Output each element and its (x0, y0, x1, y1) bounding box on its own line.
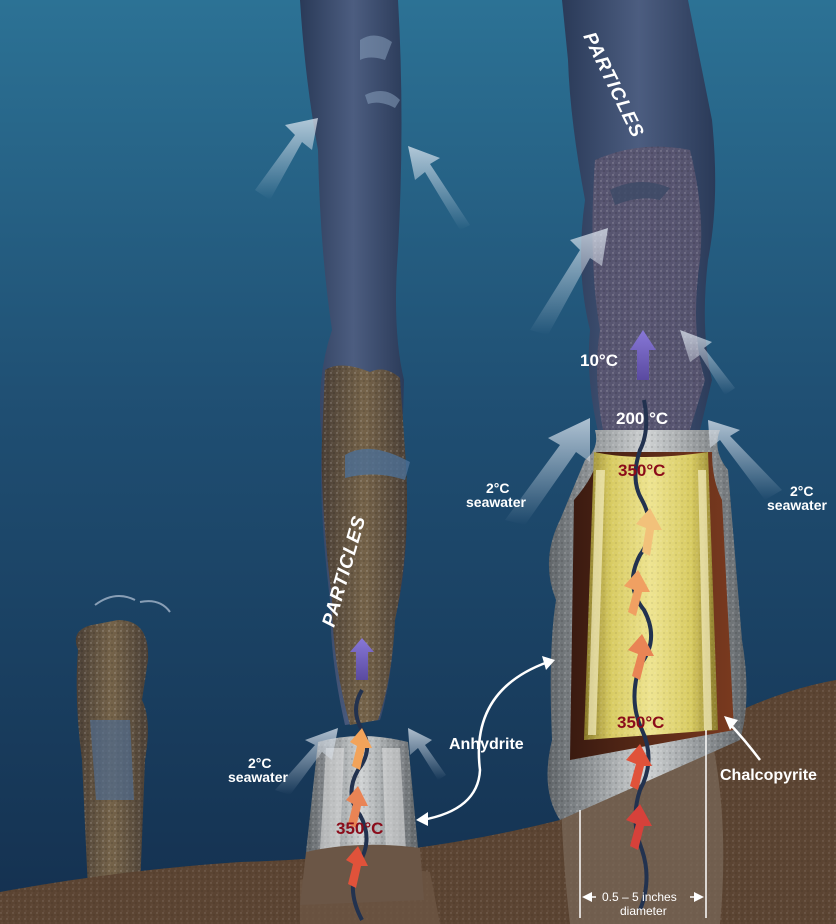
chalcopyrite-label: Chalcopyrite (720, 767, 817, 784)
seawater-mid-word: seawater (466, 494, 526, 510)
diameter-word-label: diameter (620, 904, 667, 918)
seawater-left-word: seawater (228, 769, 288, 785)
temp-350c-top-label: 350°C (618, 461, 665, 480)
seawater-right-word: seawater (767, 497, 827, 513)
temp-350c-mid-label: 350°C (617, 713, 664, 732)
anhydrite-label: Anhydrite (449, 736, 524, 753)
temp-350c-left-label: 350°C (336, 819, 383, 838)
temp-200c-label: 200 °C (616, 409, 668, 428)
temp-10c-label: 10°C (580, 351, 618, 370)
diameter-range-label: 0.5 – 5 inches (602, 890, 677, 904)
